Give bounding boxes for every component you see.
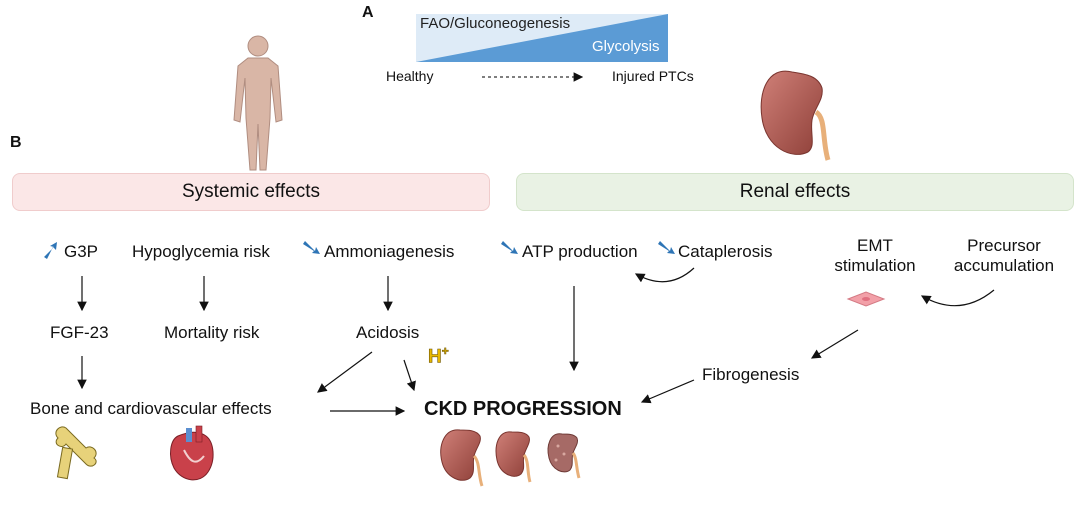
- atp-production-label: ATP production: [522, 242, 638, 261]
- g3p-label: G3P: [64, 242, 99, 261]
- precursor-line2: accumulation: [953, 256, 1055, 275]
- metabolic-shift-gradient: [416, 14, 668, 62]
- fgf23-label: FGF-23: [50, 323, 109, 342]
- mortality-risk-label: Mortality risk: [164, 323, 260, 342]
- fao-gluconeogenesis-label: FAO/Gluconeogenesis: [420, 15, 571, 32]
- h-plus-charge: +: [441, 344, 449, 359]
- kidney-icon-moderate: [495, 431, 532, 483]
- up-trend-arrow-icon: [44, 242, 57, 259]
- acidosis-to-ckd-arrow: [403, 359, 416, 392]
- bone-cardiovascular-label: Bone and cardiovascular effects: [30, 399, 272, 418]
- ammoniagenesis-label: Ammoniagenesis: [324, 242, 455, 261]
- precursor-curved-arrow: [920, 289, 995, 307]
- systemic-effects-header: Systemic effects: [12, 173, 490, 211]
- precursor-accumulation-label: Precursor accumulation: [944, 236, 1064, 276]
- cataplerosis-label: Cataplerosis: [678, 242, 773, 261]
- cell-icon: [846, 291, 886, 307]
- hypoglycemia-risk-label: Hypoglycemia risk: [132, 242, 270, 261]
- acidosis-to-bone-arrow: [317, 351, 373, 393]
- down-trend-arrow-icon-atp: [501, 241, 518, 254]
- emt-line1: EMT: [857, 236, 893, 255]
- cataplerosis-curved-arrow: [634, 267, 695, 283]
- down-trend-arrow-icon-cataplerosis: [658, 241, 675, 254]
- renal-effects-title: Renal effects: [739, 181, 851, 202]
- human-body-icon: [233, 35, 283, 171]
- fibrogenesis-label: Fibrogenesis: [702, 365, 800, 384]
- heart-icon: [170, 425, 214, 481]
- emt-to-fibrogenesis-arrow: [810, 329, 859, 359]
- kidney-icon: [760, 70, 831, 161]
- emt-line2: stimulation: [834, 256, 916, 275]
- systemic-effects-title: Systemic effects: [182, 181, 320, 202]
- glycolysis-wedge: [416, 14, 668, 62]
- down-trend-arrow-icon-ammoniagenesis: [303, 241, 320, 254]
- healthy-label: Healthy: [386, 68, 434, 84]
- kidney-icon-fibrotic: [547, 433, 581, 479]
- bone-icon: [55, 426, 97, 480]
- h-plus-letter: H: [428, 346, 442, 368]
- precursor-line1: Precursor: [967, 236, 1041, 255]
- injured-ptcs-label: Injured PTCs: [612, 68, 694, 84]
- glycolysis-label: Glycolysis: [592, 38, 660, 55]
- emt-stimulation-label: EMT stimulation: [830, 236, 920, 276]
- acidosis-label: Acidosis: [356, 323, 420, 342]
- panel-a-letter: A: [362, 4, 374, 21]
- kidney-icon-healthy: [440, 429, 484, 487]
- panel-b-letter: B: [10, 134, 22, 151]
- ckd-progression-label: CKD PROGRESSION: [424, 398, 622, 420]
- h-plus-ion-icon: H+: [428, 344, 449, 368]
- renal-effects-header: Renal effects: [516, 173, 1074, 211]
- fibrogenesis-to-ckd-arrow: [640, 379, 695, 404]
